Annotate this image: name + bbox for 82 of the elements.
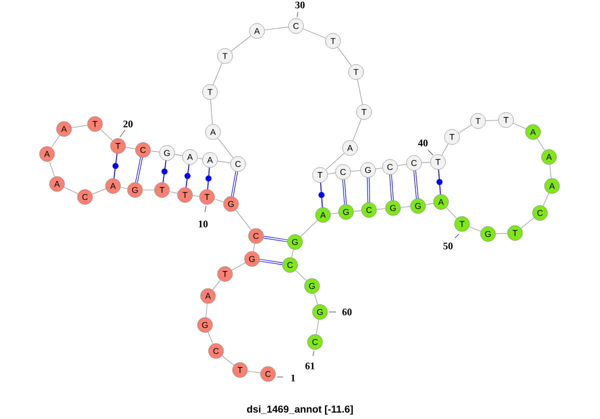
backbone-line [468, 226, 482, 232]
base-pair-line [231, 171, 238, 197]
backbone-line [210, 99, 213, 125]
backbone-line [302, 28, 326, 38]
backbone-line [495, 232, 508, 234]
backbone-line [316, 319, 320, 335]
backbone-line [536, 138, 546, 151]
backbone-line [441, 143, 449, 156]
backbone-line [314, 293, 318, 305]
backbone-line [217, 138, 234, 158]
backbone-line [353, 210, 362, 212]
backbone-line [212, 280, 221, 290]
backbone-line [520, 218, 534, 228]
backbone-line [291, 249, 294, 258]
base-pair-line [259, 258, 283, 266]
backbone-line [125, 146, 136, 150]
backbone-line [64, 186, 78, 194]
backbone-line [512, 122, 526, 130]
position-number: 50 [443, 242, 453, 250]
backbone-line [217, 160, 231, 164]
position-number: 1 [291, 374, 295, 382]
position-number: 61 [305, 362, 314, 370]
base-pair-line [318, 182, 324, 208]
backbone-line [197, 158, 203, 160]
backbone-line [222, 355, 234, 366]
backbone-line [352, 118, 362, 142]
backbone-line [169, 191, 178, 194]
backbone-line [330, 212, 339, 214]
position-number: 40 [418, 140, 428, 146]
backbone-line [357, 79, 363, 105]
backbone-line [231, 262, 246, 271]
backbone-line [192, 195, 200, 197]
base-pair-line [413, 170, 419, 198]
position-number: 60 [342, 308, 352, 316]
backbone-line [49, 161, 55, 177]
backbone-line [214, 198, 224, 202]
position-number: 30 [295, 2, 305, 8]
base-pair-line [366, 178, 370, 202]
backbone-line [247, 370, 261, 374]
backbone-line [325, 152, 345, 170]
backbone-line [550, 164, 552, 179]
backbone-line [71, 124, 88, 128]
backbone-line [400, 206, 411, 208]
base-pair-line [342, 180, 347, 204]
backbone-line [485, 120, 499, 122]
position-number: 10 [198, 220, 208, 228]
backbone-line [206, 303, 208, 318]
caption: dsi_1469_annot [-11.6] [247, 405, 353, 415]
backbone-line [150, 150, 160, 152]
backbone-line [235, 210, 252, 230]
backbone-line [253, 243, 255, 252]
backbone-line [100, 129, 113, 141]
backbone-line [458, 124, 472, 134]
backbone-line [92, 188, 106, 194]
base-pair-line [206, 167, 212, 190]
base-pair-line [112, 153, 118, 179]
backbone-line [174, 154, 183, 156]
backbone-line [230, 35, 252, 52]
backbone-line [446, 207, 457, 219]
backbone-line [376, 208, 386, 210]
base-pair-line [184, 164, 190, 188]
backbone-line [300, 220, 318, 237]
base-pair-line [436, 169, 442, 195]
base-pair-line [263, 236, 288, 242]
backbone-line [327, 172, 336, 174]
base-pair-line [389, 174, 394, 200]
backbone-line [51, 135, 60, 148]
backbone-line [421, 162, 431, 163]
position-number: 20 [123, 120, 133, 128]
base-pair-line [135, 157, 143, 183]
backbone-line [375, 168, 383, 170]
backbone-line [542, 192, 550, 206]
base-pair-line [162, 160, 168, 183]
backbone-line [264, 26, 289, 30]
backbone-line [295, 270, 307, 281]
backbone-line [425, 203, 434, 205]
backbone-line [120, 187, 128, 189]
backbone-line [397, 164, 407, 166]
backbone-line [337, 46, 352, 66]
backbone-line [208, 332, 214, 344]
backbone-line [212, 62, 222, 86]
backbone-line [350, 170, 361, 172]
